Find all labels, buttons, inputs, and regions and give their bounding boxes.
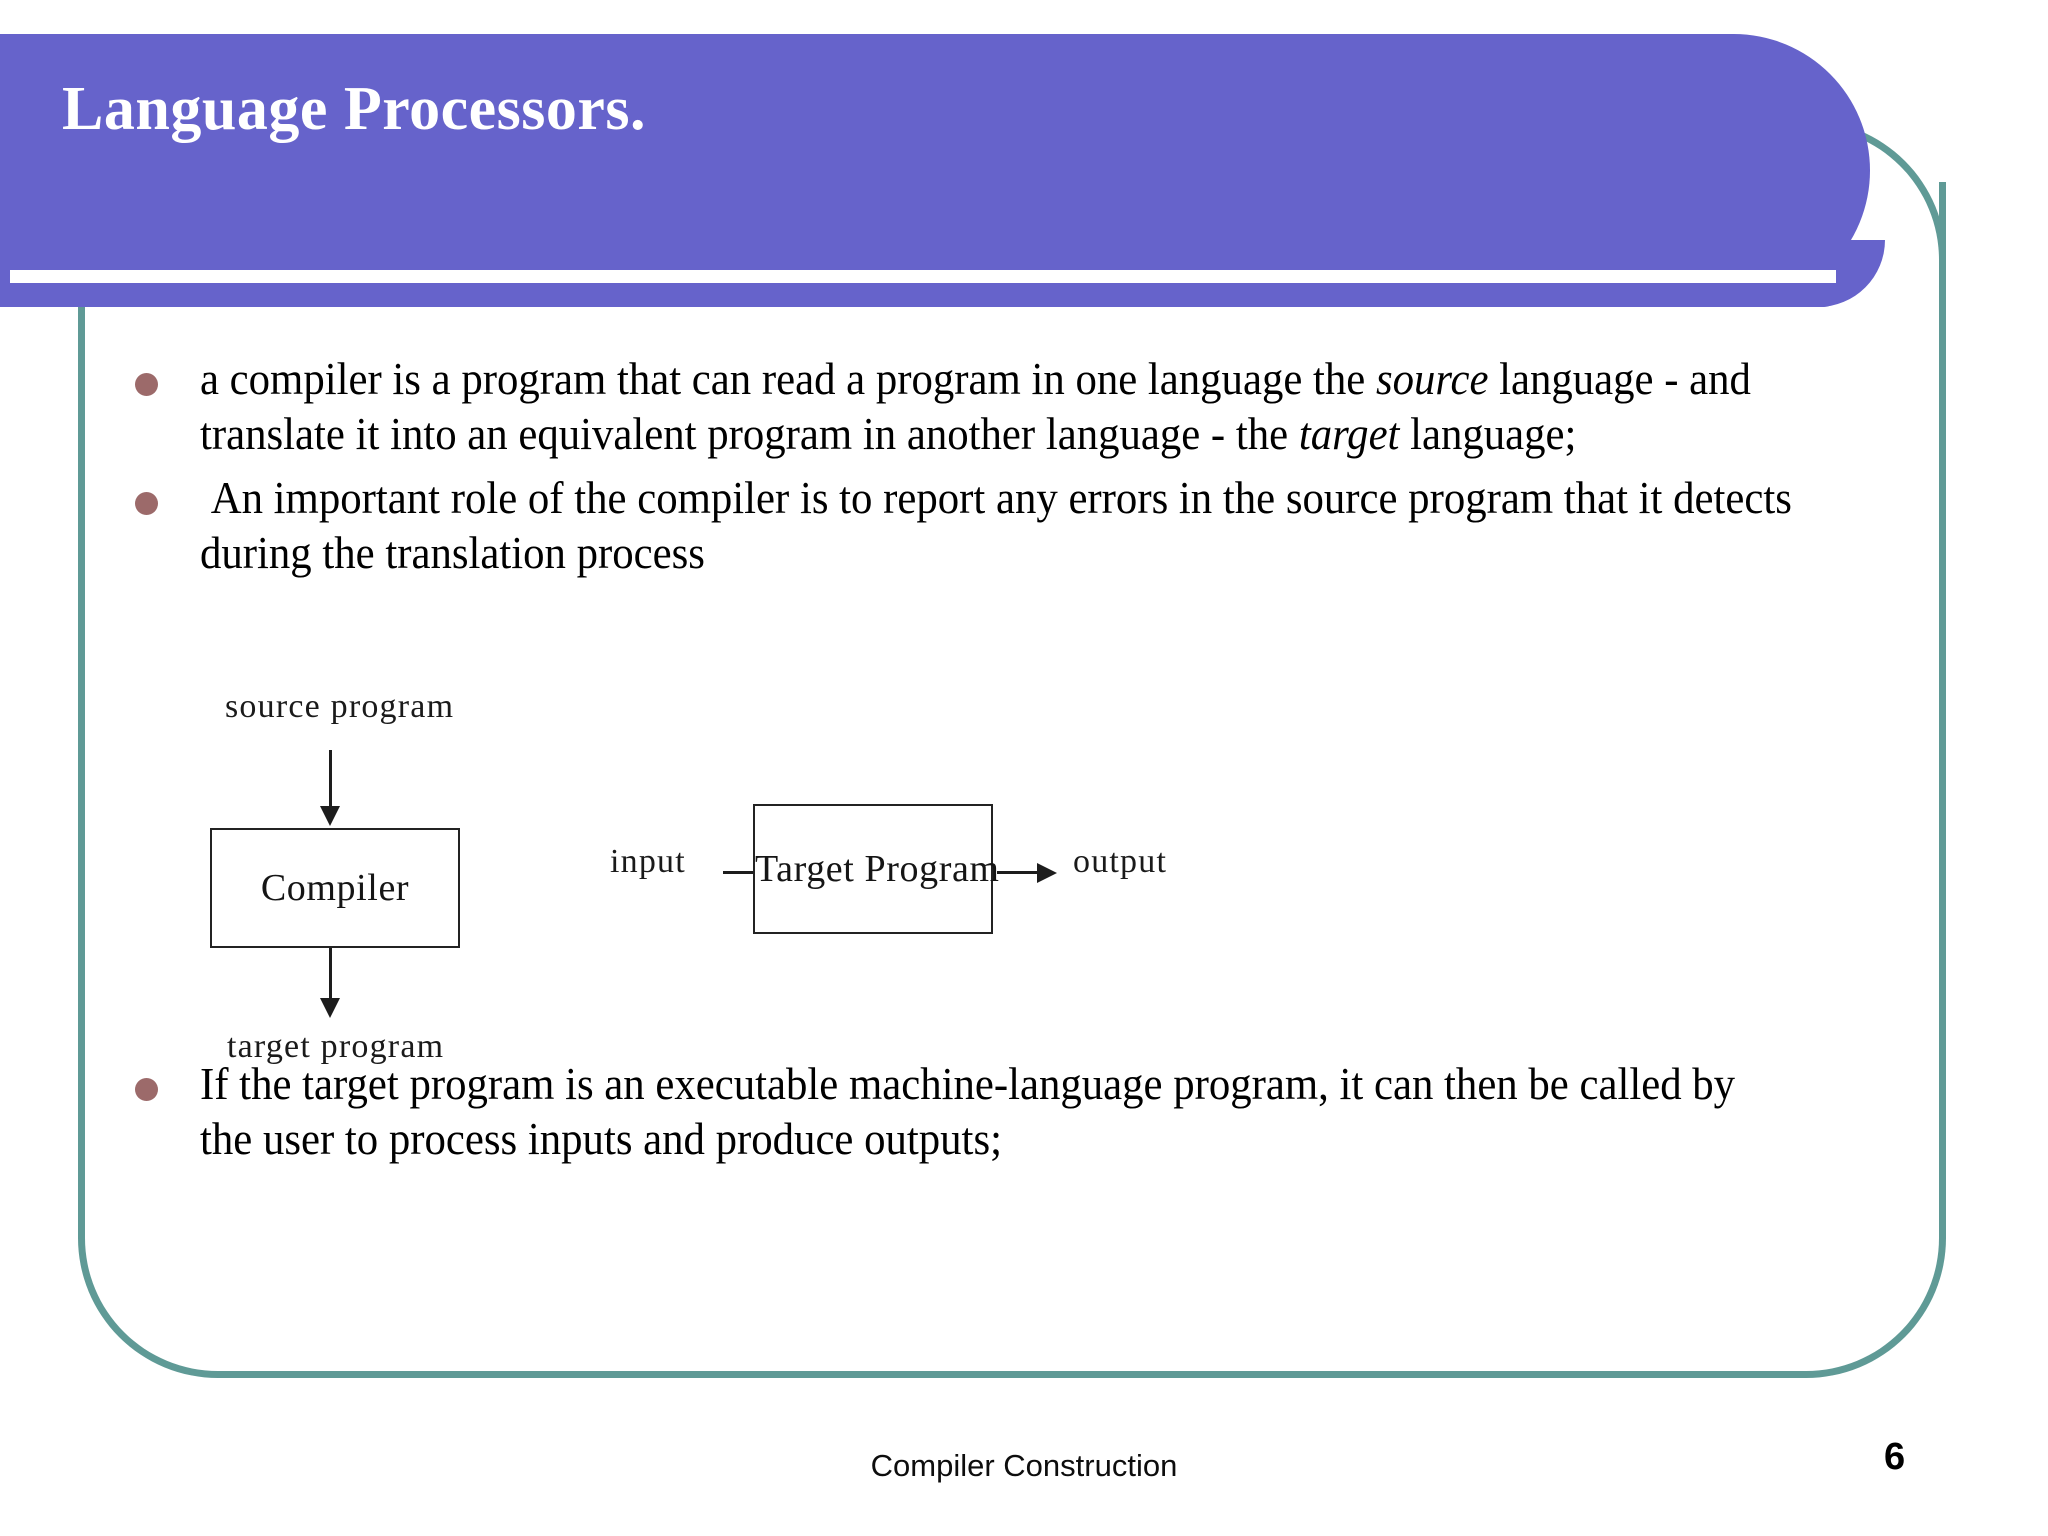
plain-text: a compiler is a program that can read a … [200, 353, 1376, 404]
arrow-target-to-output-shaft [997, 871, 1049, 874]
arrow-source-to-compiler-shaft [329, 750, 332, 818]
bullet-dot-icon [135, 1077, 158, 1101]
emphasis-text: target [1298, 407, 1400, 459]
footer-label: Compiler Construction [870, 1448, 1178, 1483]
compiler-box-label: Compiler [260, 867, 410, 909]
bullet-executable-target: If the target program is an executable m… [200, 1057, 1798, 1166]
arrow-compiler-to-target-shaft [329, 948, 332, 1010]
title-banner [0, 34, 1870, 307]
page-title: Language Processors. [62, 75, 647, 143]
arrow-compiler-to-target-head [320, 998, 340, 1018]
target-program-box: Target Program [753, 804, 1000, 934]
emphasis-text: source [1375, 353, 1489, 404]
bullet-list: a compiler is a program that can read a … [128, 352, 1918, 1176]
list-item: If the target program is an executable m… [128, 1057, 1918, 1166]
bullet-compiler-definition: a compiler is a program that can read a … [200, 352, 1798, 461]
bullet-dot-icon [135, 373, 158, 396]
page-number: 6 [1884, 1436, 1906, 1478]
title-underline-rule [10, 270, 1836, 283]
compiler-block-diagram: source program Compiler target program i… [210, 688, 1555, 1128]
plain-text: An important role of the compiler is to … [200, 472, 1803, 579]
arrow-target-to-output-head [1037, 863, 1057, 883]
plain-text: language; [1399, 407, 1577, 459]
figure-target-program-label: target program [227, 1028, 445, 1065]
list-item: An important role of the compiler is to … [128, 471, 1918, 580]
figure-input-label: input [610, 843, 686, 880]
plain-text: If the target program is an executable m… [200, 1057, 1746, 1164]
title-banner-lower-strip [0, 283, 1840, 307]
arrow-source-to-compiler-head [320, 806, 340, 826]
bullet-dot-icon [135, 492, 158, 516]
compiler-box: Compiler [210, 828, 460, 948]
figure-source-program-label: source program [225, 688, 455, 725]
list-item: a compiler is a program that can read a … [128, 352, 1918, 461]
figure-output-label: output [1073, 843, 1168, 880]
bullet-error-reporting: An important role of the compiler is to … [200, 471, 1798, 580]
plain-text: language - and translate it into an equi… [200, 353, 1762, 459]
target-program-box-label: Target Program [755, 848, 1000, 890]
